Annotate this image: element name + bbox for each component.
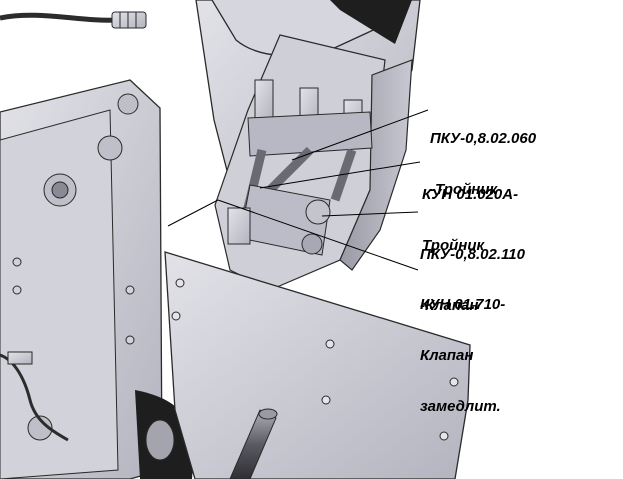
callout-kun-710-line2: Клапан: [420, 347, 474, 364]
top-hose: [0, 11, 147, 29]
callout-kun-020a-line1: КУН 01.020А-: [422, 186, 519, 203]
callout-pku-110-line2: -Клапан: [420, 297, 479, 314]
callout-kun-710-line1: КУН 01.710-: [420, 296, 506, 313]
base-plate: [164, 251, 471, 479]
callout-pku-060-line1: ПКУ-0,8.02.060: [430, 130, 537, 147]
callout-kun-020a: КУН 01.020А- Тройник: [422, 152, 518, 271]
callout-kun-710: КУН 01.710- Клапан замедлит.: [420, 262, 505, 432]
left-hose: [0, 351, 69, 442]
callout-pku-110-line1: ПКУ-0,8.02.110: [420, 246, 525, 263]
callout-kun-020a-line2: Тройник: [422, 237, 485, 254]
callout-pku-110: ПКУ-0,8.02.110 -Клапан: [420, 212, 525, 331]
leader-lines: [167, 109, 429, 271]
callout-pku-060-line2: -Тройник: [430, 181, 498, 198]
round-rod: [229, 408, 278, 479]
callout-pku-060: ПКУ-0,8.02.060 -Тройник: [430, 96, 536, 215]
callout-kun-710-line3: замедлит.: [420, 398, 501, 415]
hydraulic-fittings: [227, 79, 373, 256]
left-frame-plate: [0, 79, 163, 479]
